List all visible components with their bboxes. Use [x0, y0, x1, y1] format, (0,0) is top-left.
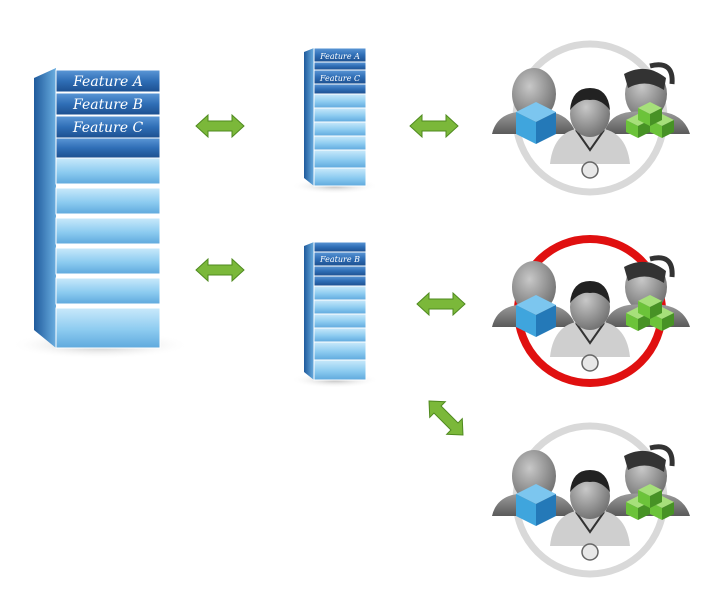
- user-group-icon: [492, 40, 690, 196]
- double-arrow-icon: [195, 257, 245, 283]
- double-arrow-icon: [195, 113, 245, 139]
- feature-label-a: Feature A: [72, 74, 143, 90]
- feature-block-a: [55, 69, 161, 93]
- large-server-stack: Feature A Feature B Feature C: [10, 68, 190, 359]
- small-server-stack-bottom: Feature B: [291, 241, 379, 388]
- double-arrow-icon: [409, 113, 459, 139]
- user-group-icon: [492, 235, 690, 387]
- feature-block-c: [55, 115, 161, 139]
- feature-label-a: Feature A: [319, 52, 360, 61]
- user-group-icon: [492, 422, 690, 578]
- feature-label-c: Feature C: [72, 120, 144, 136]
- double-arrow-icon: [428, 400, 464, 436]
- feature-label-b: Feature B: [319, 255, 360, 264]
- double-arrow-icon: [416, 291, 466, 317]
- feature-block-b: [55, 92, 161, 116]
- small-server-stack-top: Feature A Feature C: [291, 47, 379, 194]
- feature-label-b: Feature B: [72, 97, 143, 113]
- feature-label-c: Feature C: [319, 74, 360, 83]
